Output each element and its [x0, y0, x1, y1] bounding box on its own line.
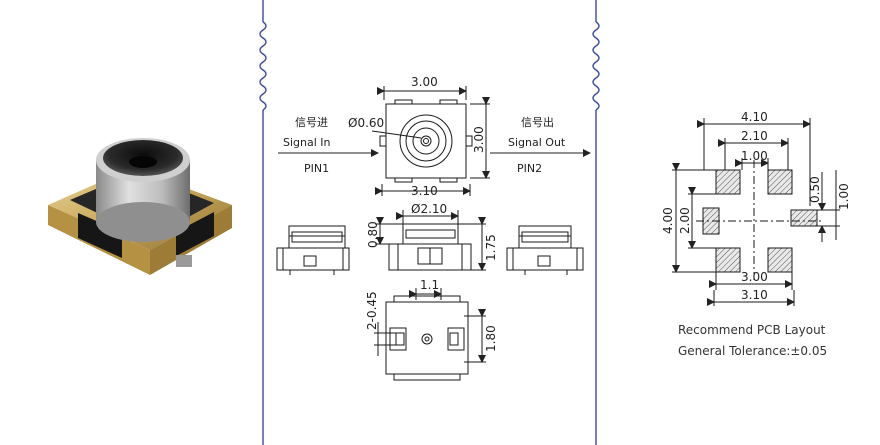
signal-in-group: 信号进 Signal In PIN1: [278, 116, 379, 175]
pcb-dim-4-00: 4.00: [661, 207, 675, 234]
side-view-center: [375, 210, 486, 271]
pcb-layout: [672, 118, 840, 306]
pcb-pad-right: [790, 209, 818, 227]
signal-out-en: Signal Out: [508, 136, 566, 149]
top-view-hole-dia: Ø0.60: [348, 116, 384, 130]
pcb-pad-bl: [715, 247, 741, 273]
pcb-pad-tr: [767, 169, 793, 195]
bottom-view-pad-width: 1.1: [420, 278, 439, 292]
pcb-caption-title: Recommend PCB Layout: [678, 323, 826, 337]
signal-in-cn: 信号进: [295, 116, 328, 129]
side-view-left: [276, 225, 350, 275]
side-view-right: [506, 225, 584, 275]
pcb-dim-1-00-right: 1.00: [837, 183, 851, 210]
bottom-view-left-dim: 2-0.45: [365, 291, 379, 330]
signal-in-en: Signal In: [283, 136, 331, 149]
side-view-height-left: 0.80: [366, 221, 380, 248]
pcb-dim-2-10: 2.10: [741, 129, 768, 143]
top-view-width-bottom: 3.10: [411, 184, 438, 198]
bottom-view: [374, 288, 486, 381]
bottom-view-pad-height: 1.80: [484, 325, 498, 352]
pcb-dim-0-50: 0.50: [808, 176, 822, 203]
side-view-flange-dia: Ø2.10: [411, 202, 447, 216]
pcb-pad-br: [767, 247, 793, 273]
signal-out-pin: PIN2: [517, 162, 542, 175]
pcb-pad-tl: [715, 169, 741, 195]
side-view-height-right: 1.75: [484, 234, 498, 261]
left-divider: [259, 0, 267, 445]
signal-out-group: 信号出 Signal Out PIN2: [490, 115, 591, 175]
top-view: [371, 86, 490, 196]
right-divider: [592, 0, 600, 445]
pcb-dim-3-10: 3.10: [741, 288, 768, 302]
pcb-dim-4-10: 4.10: [741, 110, 768, 124]
signal-in-pin: PIN1: [304, 162, 329, 175]
connector-photo: [48, 138, 232, 275]
pcb-dim-2-00: 2.00: [678, 207, 692, 234]
pcb-caption-tolerance: General Tolerance:±0.05: [678, 344, 827, 358]
pcb-dim-1-00: 1.00: [741, 149, 768, 163]
signal-out-cn: 信号出: [521, 115, 554, 129]
pcb-dim-3-00: 3.00: [741, 270, 768, 284]
top-view-height: 3.00: [472, 126, 486, 153]
top-view-width-top: 3.00: [411, 75, 438, 89]
